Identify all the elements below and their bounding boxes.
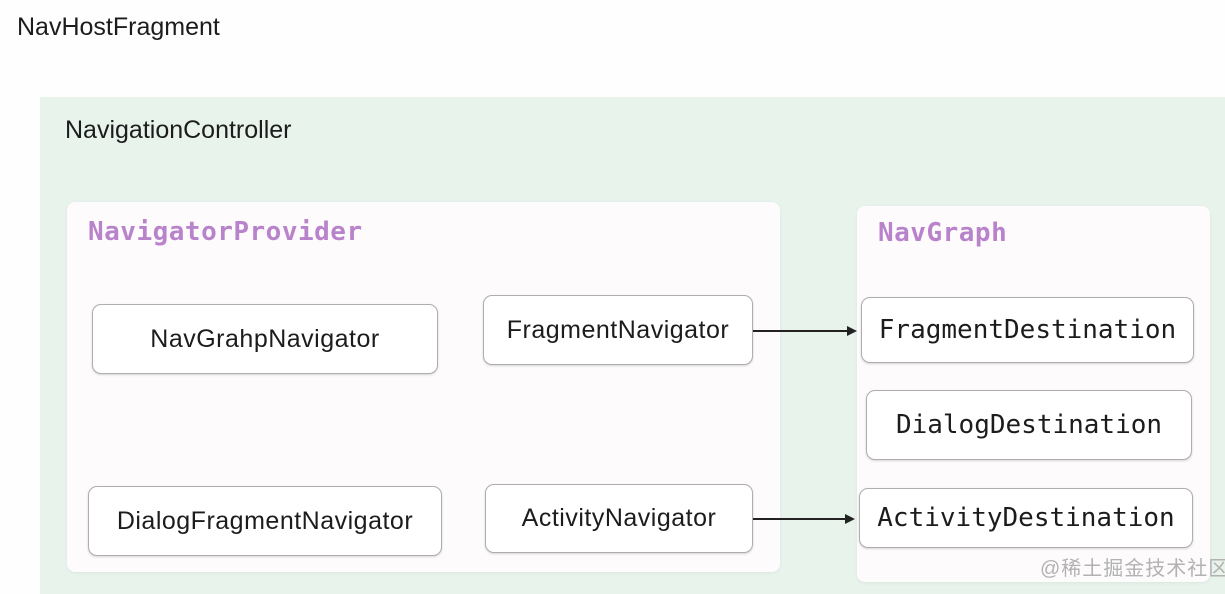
watermark: @稀土掘金技术社区 (1040, 558, 1225, 580)
navigation-controller-label: NavigationController (65, 116, 292, 144)
box-fragment-navigator: FragmentNavigator (483, 295, 753, 365)
box-nav-grahp-navigator: NavGrahpNavigator (92, 304, 438, 374)
box-nav-grahp-navigator-label: NavGrahpNavigator (150, 324, 380, 353)
box-dialog-fragment-navigator-label: DialogFragmentNavigator (116, 506, 414, 535)
box-dialog-fragment-navigator: DialogFragmentNavigator (88, 486, 442, 556)
navigator-provider-title: NavigatorProvider (88, 217, 363, 247)
box-dialog-destination: DialogDestination (866, 390, 1192, 460)
box-activity-navigator: ActivityNavigator (485, 484, 753, 553)
box-fragment-navigator-label: FragmentNavigator (506, 315, 730, 344)
box-activity-navigator-label: ActivityNavigator (521, 504, 717, 532)
box-fragment-destination: FragmentDestination (861, 297, 1194, 363)
box-dialog-destination-label: DialogDestination (895, 410, 1163, 440)
box-activity-destination: ActivityDestination (859, 488, 1193, 548)
box-fragment-destination-label: FragmentDestination (878, 315, 1177, 345)
nav-graph-title: NavGraph (878, 218, 1008, 248)
page-title: NavHostFragment (17, 13, 220, 41)
arrow-activity-navigator-to-activity-destination (753, 514, 855, 524)
box-activity-destination-label: ActivityDestination (877, 503, 1175, 533)
arrow-fragment-navigator-to-fragment-destination (753, 326, 857, 336)
